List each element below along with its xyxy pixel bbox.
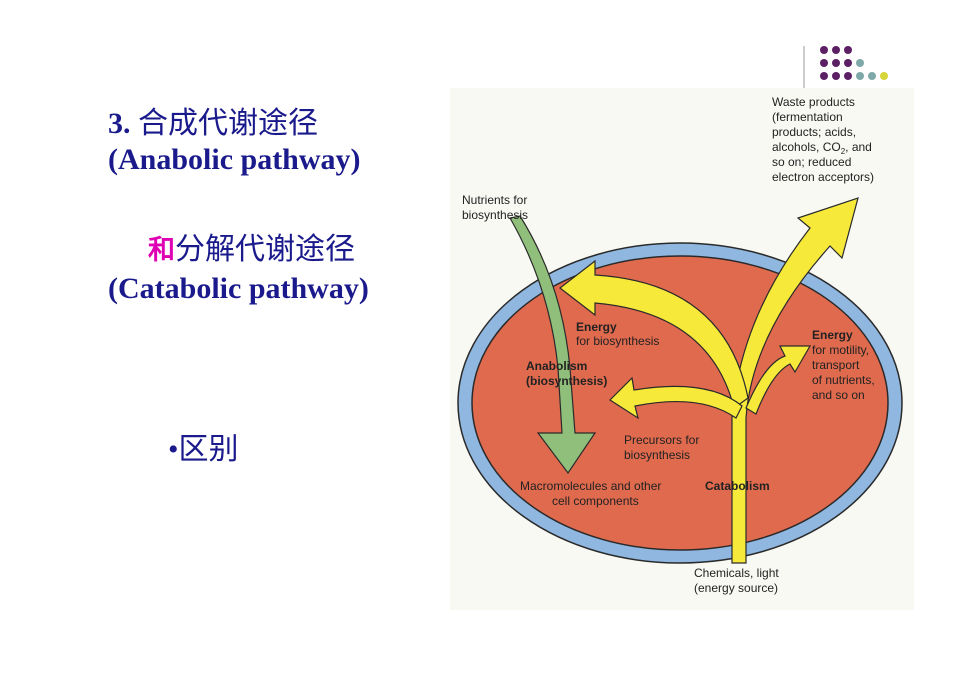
energy-motility-arrow: [745, 345, 812, 415]
cell-interior: [471, 255, 889, 551]
catabolism-stem: [731, 197, 859, 564]
macromolecules-line-1: Macromolecules and other: [520, 479, 661, 493]
waste-line-5: so on; reduced: [772, 155, 851, 169]
energy-motility-line-2: transport: [812, 358, 860, 372]
waste-line-4a: alcohols, CO: [772, 140, 841, 154]
title-line-1: 3. 合成代谢途径: [108, 98, 318, 142]
title-line-2: (Anabolic pathway): [108, 143, 361, 176]
title-number: 3.: [108, 107, 131, 140]
subtitle-chinese: 分解代谢途径: [175, 233, 355, 266]
energy-biosynthesis-title: Energy: [576, 320, 617, 334]
title-chinese: 合成代谢途径: [130, 107, 318, 140]
energy-motility-line-3: of nutrients,: [812, 373, 875, 387]
energy-motility-line-4: and so on: [812, 388, 865, 402]
chemicals-line-1: Chemicals, light: [694, 566, 779, 580]
waste-line-6: electron acceptors): [772, 170, 874, 184]
waste-line-3: products; acids,: [772, 125, 856, 139]
metabolism-diagram: Waste products (fermentation products; a…: [450, 88, 914, 610]
nutrients-line-2: biosynthesis: [462, 208, 528, 222]
precursors-label: Precursors for biosynthesis: [624, 433, 703, 462]
waste-label: Waste products (fermentation products; a…: [772, 95, 875, 184]
energy-motility-line-1: for motility,: [812, 343, 869, 357]
chemicals-label: Chemicals, light (energy source): [694, 566, 782, 595]
bullet-item: •区别: [168, 433, 239, 466]
subtitle-line-1: 和分解代谢途径: [148, 224, 355, 268]
energy-biosynthesis-sub: for biosynthesis: [576, 334, 659, 348]
nutrients-label: Nutrients for biosynthesis: [462, 193, 531, 222]
subtitle-line-2: (Catabolic pathway): [108, 272, 369, 305]
waste-line-1: Waste products: [772, 95, 855, 109]
energy-motility-title: Energy: [812, 328, 853, 342]
energy-biosynthesis-arrow: [559, 259, 749, 409]
precursors-line-2: biosynthesis: [624, 448, 690, 462]
catabolism-label: Catabolism: [705, 479, 770, 493]
chemicals-line-2: (energy source): [694, 581, 778, 595]
subtitle-he-char: 和: [148, 235, 175, 265]
waste-line-4b: , and: [845, 140, 872, 154]
energy-motility-label: for motility, transport of nutrients, an…: [812, 343, 878, 402]
waste-line-2: (fermentation: [772, 110, 843, 124]
macromolecules-label: Macromolecules and other cell components: [520, 479, 665, 508]
precursors-line-1: Precursors for: [624, 433, 699, 447]
decorative-dots-icon: [803, 46, 888, 88]
anabolism-line-2: (biosynthesis): [526, 374, 607, 388]
waste-subscript: 2: [841, 147, 846, 156]
precursors-arrow: [609, 376, 743, 420]
anabolism-line-1: Anabolism: [526, 359, 587, 373]
anabolism-label: Anabolism (biosynthesis): [526, 359, 607, 388]
nutrients-line-1: Nutrients for: [462, 193, 527, 207]
macromolecules-line-2: cell components: [552, 494, 639, 508]
anabolism-arrow: [509, 215, 597, 475]
